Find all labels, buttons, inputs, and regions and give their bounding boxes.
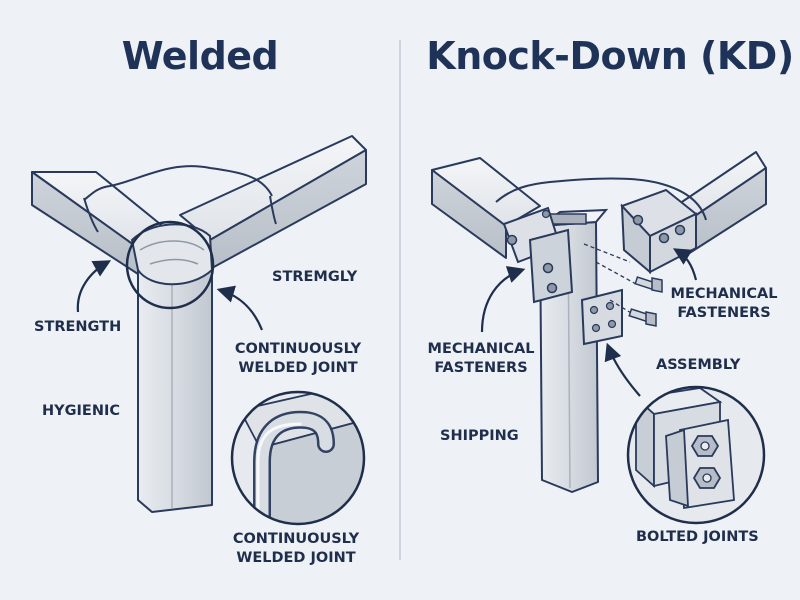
kd-right-fasteners-arrow <box>672 248 698 281</box>
welded-corner-illustration <box>31 135 367 526</box>
kd-right-horizontal-tube <box>669 151 767 255</box>
joint-highlight-circle <box>125 220 215 310</box>
kd-left-bracket <box>502 206 574 304</box>
kd-dash-guide-1 <box>583 243 631 263</box>
kd-top-wire <box>495 177 707 221</box>
weld-band-left <box>83 197 99 233</box>
kd-assembly-label: ASSEMBLY <box>656 357 741 373</box>
kd-dash-guide-2 <box>595 261 637 285</box>
kd-assembly-arrow <box>604 342 641 397</box>
stremgly-label: STREMGLY <box>272 269 358 285</box>
knockdown-corner-illustration <box>431 151 767 525</box>
kd-fasteners-label-left-line1: MECHANICAL <box>427 341 535 357</box>
weld-band-right <box>269 195 277 225</box>
strength-arrow <box>76 260 112 313</box>
kd-dash-guide-3 <box>609 299 637 317</box>
kd-fasteners-label-right: MECHANICAL FASTENERS <box>666 285 782 323</box>
section-divider <box>399 40 401 560</box>
kd-side-plate <box>580 288 623 346</box>
hygienic-label: HYGIENIC <box>42 403 121 419</box>
kd-fasteners-label-left-line2: FASTENERS <box>434 360 528 376</box>
welded-title: Welded <box>121 34 279 78</box>
continuous-weld-label-bottom-line1: CONTINUOUSLY <box>232 531 360 547</box>
knockdown-title: Knock-Down (KD) <box>426 34 794 78</box>
weld-detail-zoom <box>230 390 366 526</box>
kd-left-fasteners-arrow <box>480 266 526 333</box>
kd-loose-bolt-2 <box>628 308 657 327</box>
weld-joint-arrow <box>216 285 264 331</box>
kd-fasteners-label-right-line1: MECHANICAL <box>670 286 778 302</box>
kd-fasteners-label-right-line2: FASTENERS <box>677 305 771 321</box>
kd-left-horizontal-tube <box>431 157 541 259</box>
strength-label: STRENGTH <box>34 319 122 335</box>
weld-bead-line <box>83 165 273 201</box>
kd-fasteners-label-left: MECHANICAL FASTENERS <box>426 340 536 378</box>
kd-right-bracket <box>620 188 698 275</box>
continuous-weld-label-top-line1: CONTINUOUSLY <box>234 341 362 357</box>
continuous-weld-label-bottom: CONTINUOUSLY WELDED JOINT <box>226 530 366 568</box>
bolted-detail-zoom <box>626 385 766 525</box>
kd-bolted-joints-label: BOLTED JOINTS <box>636 529 759 545</box>
right-horizontal-tube <box>179 135 367 269</box>
continuous-weld-label-bottom-line2: WELDED JOINT <box>236 550 356 566</box>
kd-shipping-label: SHIPPING <box>440 428 519 444</box>
kd-loose-bolt-1 <box>634 276 663 293</box>
continuous-weld-label-top: CONTINUOUSLY WELDED JOINT <box>228 340 368 378</box>
continuous-weld-label-top-line2: WELDED JOINT <box>238 360 358 376</box>
